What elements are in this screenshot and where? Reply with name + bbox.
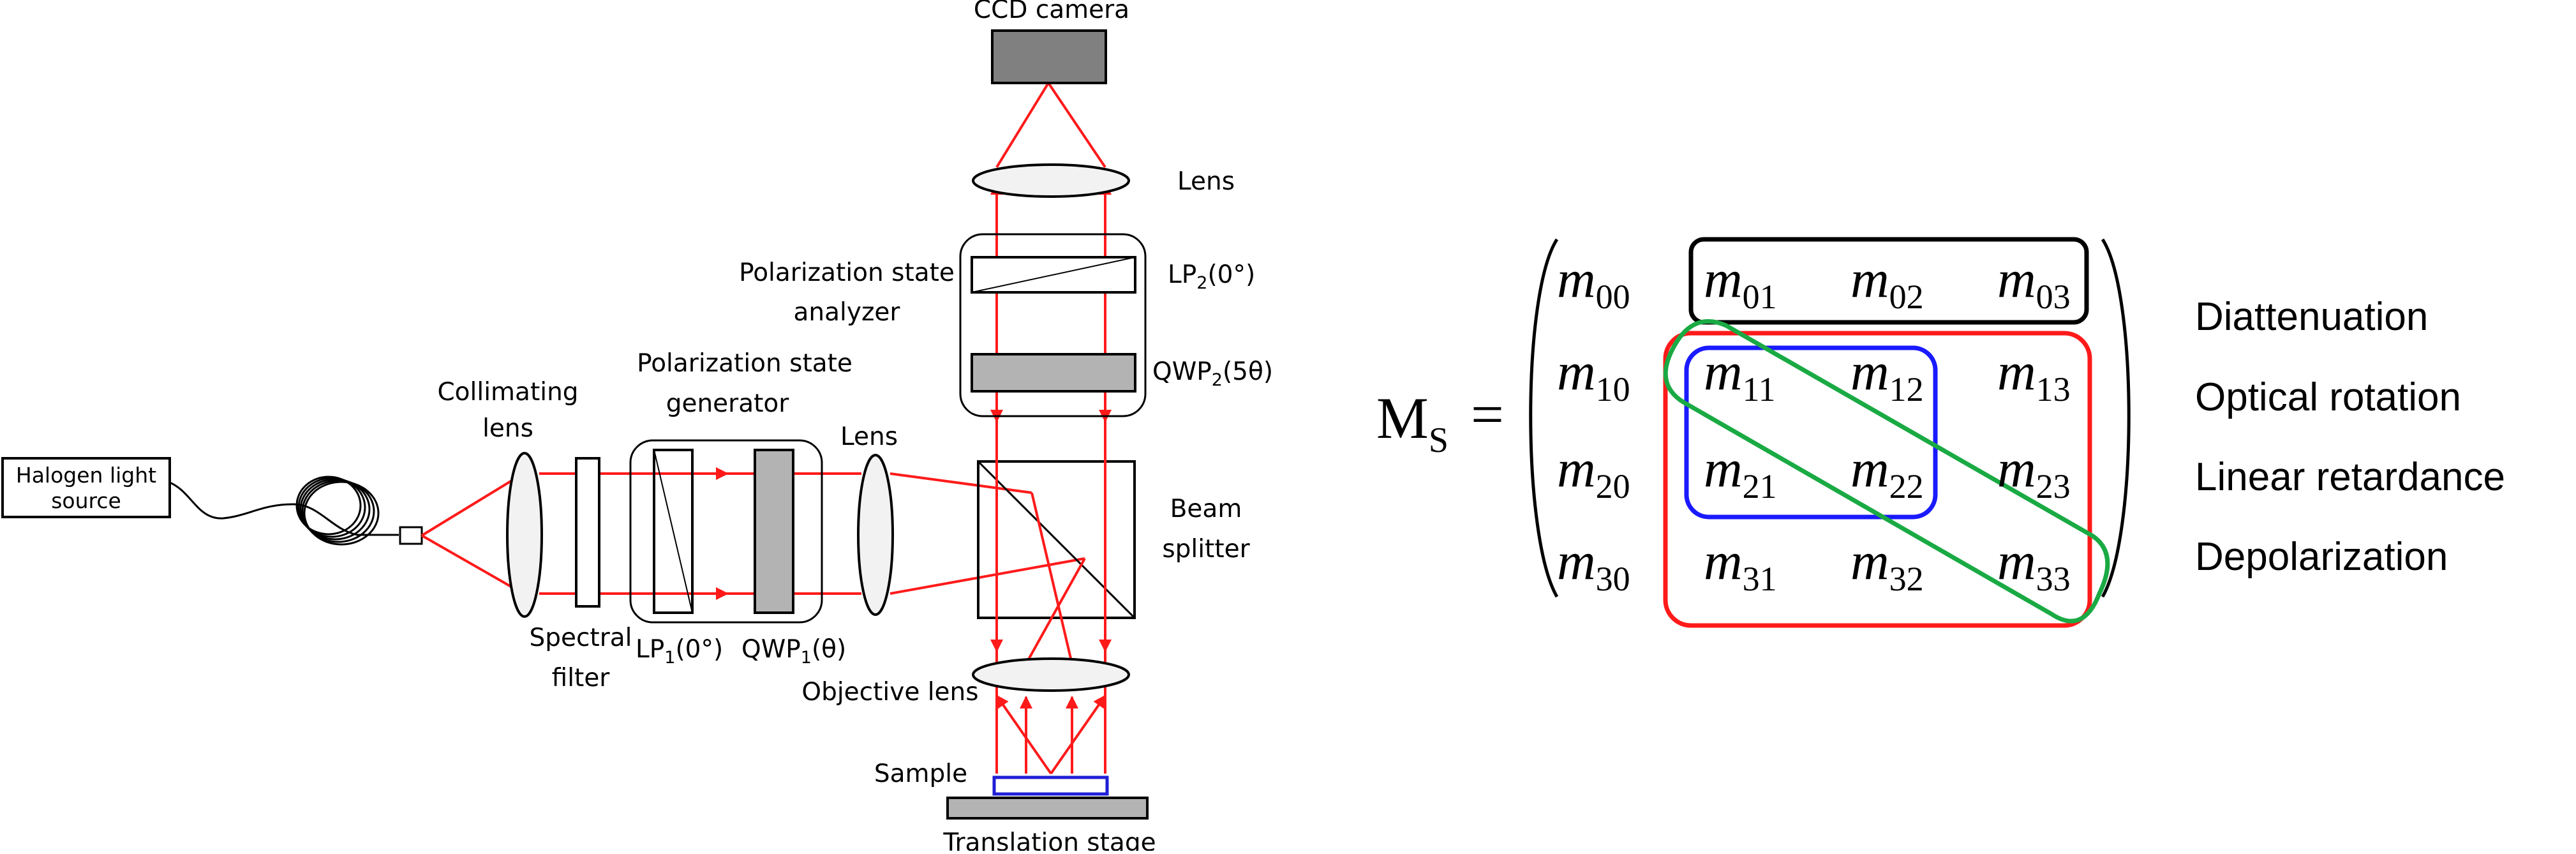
mueller-matrix: MS = m00 m01 m02 m03 m10 m11 m12 m13 m20 m21 m22 m2… bbox=[1376, 237, 2131, 628]
collimating-lens-label-line1: Collimating bbox=[437, 378, 578, 407]
matrix-element-m12: m12 bbox=[1850, 342, 1924, 408]
matrix-legend: Diattenuation Optical rotation Linear re… bbox=[2195, 295, 2505, 579]
objective-lens: Objective lens bbox=[801, 657, 1130, 707]
lp2-label: LP2(0°) bbox=[1168, 260, 1255, 293]
sample: Sample bbox=[874, 760, 1109, 796]
matrix-right-bracket bbox=[2101, 238, 2131, 598]
beam-splitter: Beam splitter bbox=[977, 460, 1251, 619]
matrix-element-m20: m20 bbox=[1557, 439, 1630, 506]
legend-diattenuation: Diattenuation bbox=[2195, 295, 2428, 339]
translation-stage: Translation stage bbox=[942, 797, 1156, 854]
legend-optical-rotation: Optical rotation bbox=[2195, 375, 2461, 419]
matrix-element-m01: m01 bbox=[1704, 250, 1777, 316]
collimating-lens: Collimating lens bbox=[437, 378, 579, 618]
matrix-lhs: MS bbox=[1376, 386, 1448, 460]
matrix-element-m21: m21 bbox=[1704, 439, 1777, 506]
matrix-cells: m00 m01 m02 m03 m10 m11 m12 m13 m20 m21 m22 m23 m30 m… bbox=[1557, 250, 2071, 598]
legend-linear-retardance: Linear retardance bbox=[2195, 455, 2505, 499]
beam-diverging bbox=[421, 472, 525, 595]
psa-label-line2: analyzer bbox=[794, 298, 901, 327]
matrix-element-m32: m32 bbox=[1850, 532, 1924, 598]
legend-depolarization: Depolarization bbox=[2195, 535, 2448, 579]
matrix-element-m13: m13 bbox=[1997, 342, 2071, 408]
beam-at-sample bbox=[995, 694, 1106, 775]
light-source-label-line2: source bbox=[51, 488, 121, 513]
sample-label: Sample bbox=[874, 760, 967, 788]
linear-retardance-box bbox=[1663, 331, 2092, 628]
ccd-camera: CCD camera bbox=[974, 0, 1129, 84]
matrix-element-m00: m00 bbox=[1557, 250, 1630, 316]
matrix-element-m22: m22 bbox=[1850, 439, 1924, 506]
spectral-filter-label-line2: filter bbox=[552, 664, 611, 693]
middle-lens: Lens bbox=[840, 423, 898, 616]
matrix-element-m11: m11 bbox=[1704, 342, 1776, 408]
matrix-left-bracket bbox=[1529, 238, 1559, 598]
psg-label-line1: Polarization state bbox=[637, 349, 852, 378]
top-lens: Lens bbox=[972, 163, 1235, 198]
translation-stage-label: Translation stage bbox=[942, 828, 1156, 851]
middle-lens-label: Lens bbox=[840, 423, 898, 451]
diattenuation-box bbox=[1688, 237, 2089, 325]
matrix-element-m30: m30 bbox=[1557, 532, 1630, 598]
matrix-element-m10: m10 bbox=[1557, 342, 1630, 408]
objective-lens-label: Objective lens bbox=[801, 678, 978, 707]
halogen-light-source: Halogen light source bbox=[1, 457, 171, 518]
qwp1-waveplate bbox=[754, 449, 794, 614]
lp1-polarizer bbox=[653, 449, 694, 614]
optical-rotation-box bbox=[1684, 345, 1938, 520]
spectral-filter-label-line1: Spectral bbox=[529, 624, 632, 652]
polarization-state-analyzer: Polarization state analyzer LP2(0°) QWP2… bbox=[739, 233, 1273, 417]
matrix-element-m31: m31 bbox=[1704, 532, 1777, 598]
beam-to-splitter bbox=[890, 472, 1085, 595]
beam-splitter-label-line2: splitter bbox=[1162, 535, 1250, 564]
matrix-element-m03: m03 bbox=[1997, 250, 2071, 316]
optical-fiber bbox=[169, 476, 423, 546]
lp1-label: LP1(0°) bbox=[636, 635, 723, 668]
qwp1-label: QWP1(θ) bbox=[741, 635, 846, 668]
psg-label-line2: generator bbox=[666, 389, 790, 418]
spectral-filter: Spectral filter bbox=[529, 457, 632, 693]
ccd-camera-label: CCD camera bbox=[974, 0, 1129, 24]
beam-to-ccd bbox=[995, 82, 1106, 169]
collimating-lens-label-line2: lens bbox=[482, 414, 533, 443]
qwp2-waveplate bbox=[971, 353, 1136, 393]
matrix-equals: = bbox=[1471, 382, 1504, 447]
light-source-label-line1: Halogen light bbox=[16, 463, 156, 488]
depolarization-box bbox=[1663, 319, 2110, 624]
beam-splitter-label-line1: Beam bbox=[1170, 495, 1242, 523]
matrix-element-m02: m02 bbox=[1850, 250, 1924, 316]
matrix-element-m23: m23 bbox=[1997, 439, 2071, 506]
beam-reflected-down bbox=[1025, 492, 1086, 664]
qwp2-label: QWP2(5θ) bbox=[1152, 357, 1273, 390]
psa-label-line1: Polarization state bbox=[739, 258, 955, 287]
top-lens-label: Lens bbox=[1177, 167, 1235, 196]
matrix-element-m33: m33 bbox=[1997, 532, 2071, 598]
polarization-state-generator: Polarization state generator LP1(0°) QWP… bbox=[629, 349, 852, 668]
